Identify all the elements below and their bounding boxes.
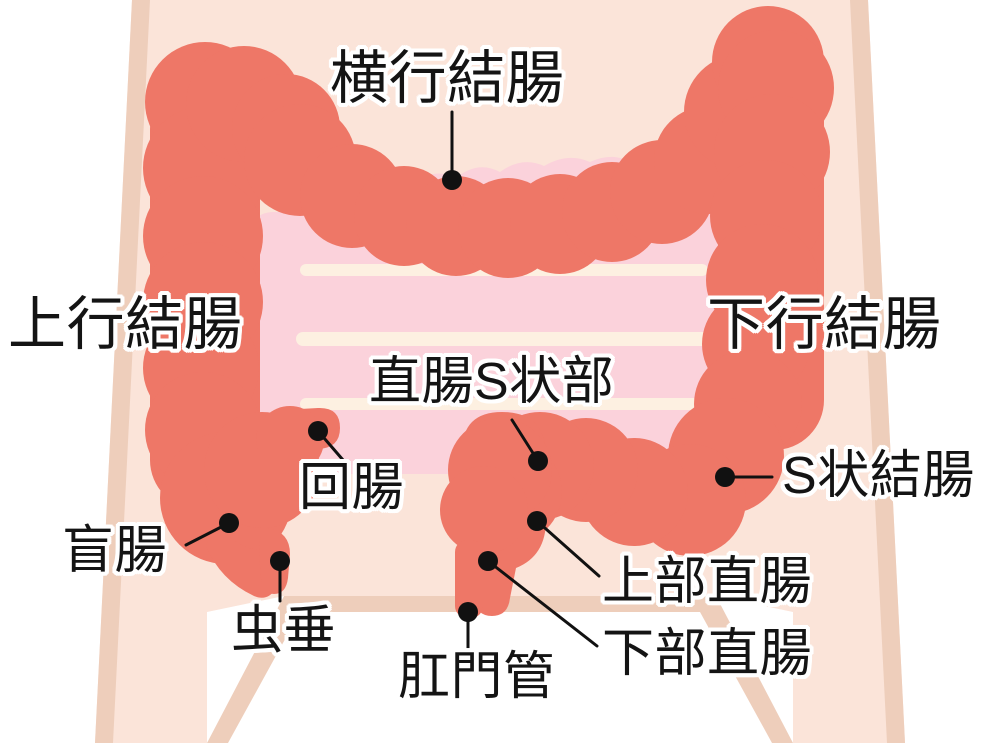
label-anal-canal[interactable]: 肛門管 (398, 648, 556, 706)
ascending-colon-segment (143, 42, 267, 510)
label-lower-rectum[interactable]: 下部直腸 (602, 625, 813, 683)
label-ileum[interactable]: 回腸 (299, 459, 405, 517)
descending-colon-segment (694, 30, 834, 458)
crotch-gap (207, 596, 793, 743)
label-sigmoid-colon[interactable]: S状結腸 (782, 447, 975, 505)
marker-dot-ileum[interactable] (308, 421, 328, 441)
label-cecum[interactable]: 盲腸 (62, 522, 168, 580)
anal-canal-segment (455, 540, 483, 618)
small-intestine-stripe (300, 398, 712, 410)
marker-dot-lower-rectum[interactable] (478, 551, 498, 571)
label-rectosigmoid[interactable]: 直腸S状部 (369, 353, 615, 411)
label-ascending-colon[interactable]: 上行結腸 (8, 292, 243, 357)
marker-dot-cecum[interactable] (219, 513, 239, 533)
torso-right-edge (850, 0, 905, 743)
transverse-colon-segment (244, 104, 762, 278)
marker-dot-anal-canal[interactable] (458, 602, 478, 622)
torso-left-edge (95, 0, 150, 743)
label-descending-colon[interactable]: 下行結腸 (707, 292, 942, 357)
leader-line-layer (184, 110, 774, 652)
marker-dot-rectosigmoid[interactable] (528, 451, 548, 471)
label-transverse-colon[interactable]: 横行結腸 (330, 46, 565, 111)
small-intestine-stripe (296, 332, 720, 346)
leader-line-upper-rectum (535, 519, 601, 578)
marker-dot-appendix[interactable] (270, 551, 290, 571)
marker-dot-upper-rectum[interactable] (527, 511, 547, 531)
marker-dot-transverse-colon[interactable] (442, 170, 462, 190)
leader-line-lower-rectum (486, 559, 599, 648)
large-intestine (143, 6, 834, 618)
label-upper-rectum[interactable]: 上部直腸 (602, 553, 813, 611)
marker-dot-sigmoid-colon[interactable] (715, 467, 735, 487)
label-appendix[interactable]: 虫垂 (231, 602, 337, 660)
